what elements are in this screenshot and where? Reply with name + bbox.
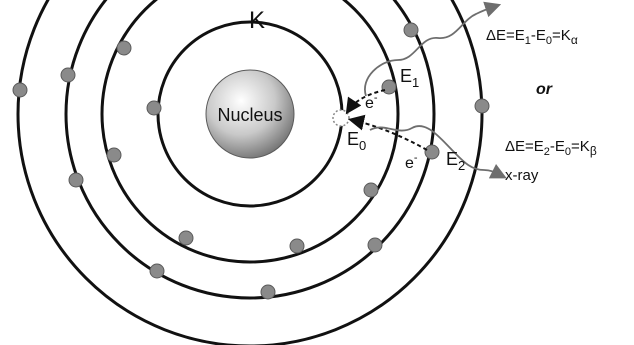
electron [68,172,84,188]
nucleus-label: Nucleus [217,105,282,125]
electron [146,100,162,116]
electron [260,284,276,300]
electron [116,40,132,56]
shell-n [16,0,484,345]
electron-label-1: e- [365,92,378,112]
shell-l [100,0,400,264]
electron [60,67,76,83]
energy-level-e0: E0 [347,129,366,153]
xray-path-beta [369,125,507,179]
electron [474,98,490,114]
electron-vacancy [332,109,350,127]
electron-e1 [381,79,397,95]
nucleus [205,69,295,159]
electron-transition-e2 [348,114,428,151]
xray-label: x-ray [505,167,539,184]
electron [367,237,383,253]
or-label: or [536,81,553,98]
electron [149,263,165,279]
electron-transition-e1 [345,89,386,115]
energy-level-e2: E2 [446,149,465,173]
electron [403,22,419,38]
electron-label-2: e- [405,152,418,172]
electron [12,82,28,98]
electron [363,182,379,198]
shell-m [64,0,436,300]
equation-k-alpha: ΔE=E1-E0=Kα [486,27,578,47]
shell-label-k: K [249,7,265,34]
electron [289,238,305,254]
electron-e2 [424,144,440,160]
electron [106,147,122,163]
equation-k-beta: ΔE=E2-E0=Kβ [505,138,597,158]
xray-path-alpha [364,1,502,97]
energy-level-e1: E1 [400,66,419,90]
electron [178,230,194,246]
